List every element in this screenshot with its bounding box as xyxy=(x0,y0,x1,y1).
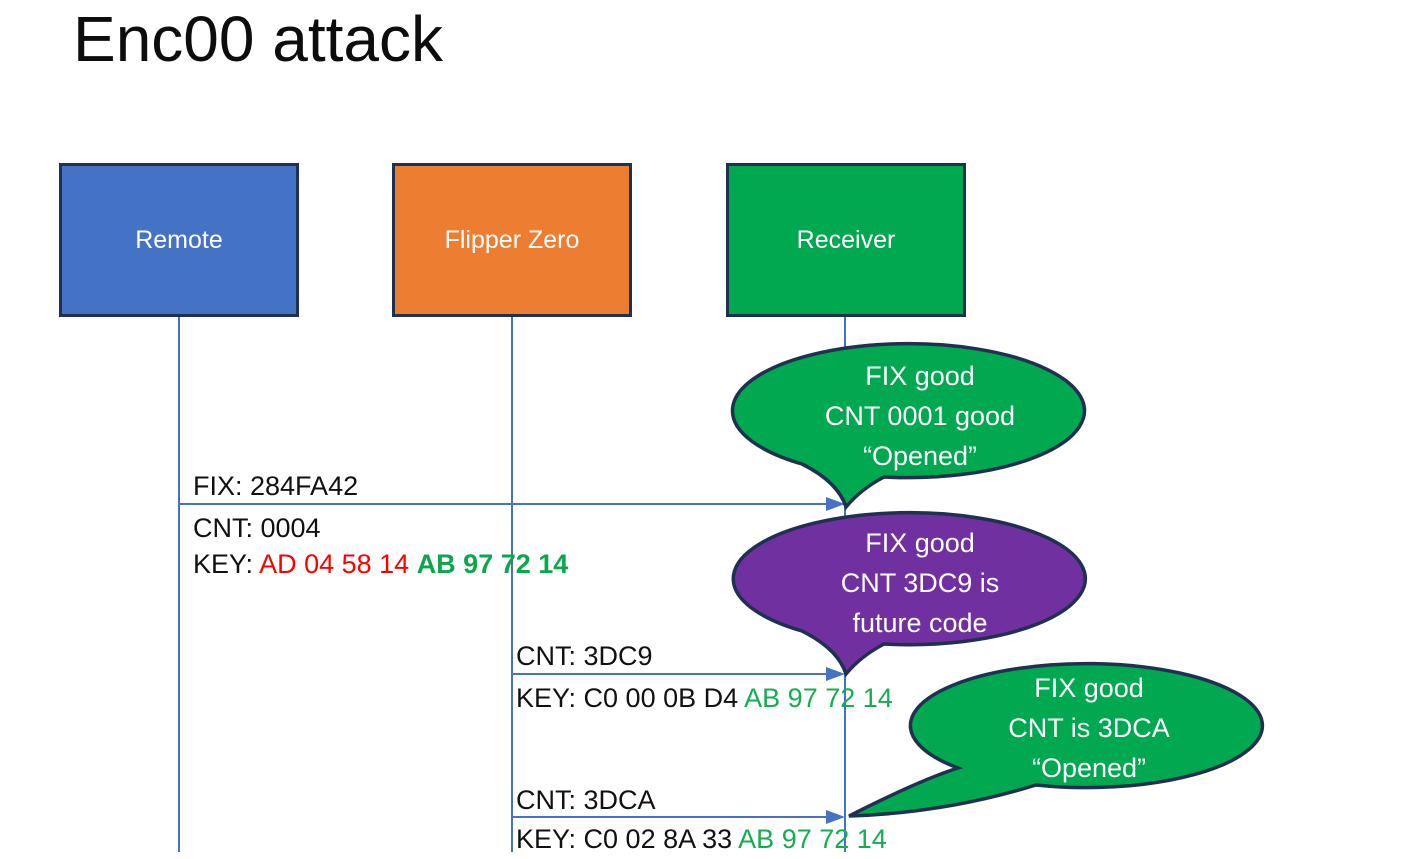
actor-label-receiver: Receiver xyxy=(796,225,896,254)
message1-fix-text: FIX: 284FA42 xyxy=(193,471,359,501)
actor-box-flipper-zero: Flipper Zero xyxy=(392,163,632,317)
message3-key-prefix: KEY: C0 02 8A 33 xyxy=(516,824,739,854)
bubble2-line2: CNT 3DC9 is xyxy=(840,568,1000,598)
message3-key-green-bytes: AB 97 72 14 xyxy=(738,824,887,854)
message2-cnt-label: CNT: 3DC9 xyxy=(516,640,653,672)
actor-box-receiver: Receiver xyxy=(726,163,966,317)
message3-arrowhead-icon xyxy=(826,810,845,824)
message1-cnt-label: CNT: 0004 xyxy=(193,512,321,544)
bubble2-line3: future code xyxy=(852,608,988,638)
actor-label-remote: Remote xyxy=(135,225,223,254)
bubble2-line1: FIX good xyxy=(865,528,975,558)
message1-key-label: KEY: AD 04 58 14 AB 97 72 14 xyxy=(193,548,568,580)
message3-cnt-label: CNT: 3DCA xyxy=(516,784,656,816)
bubble3-line2: CNT is 3DCA xyxy=(1008,713,1170,743)
speech-bubble-1-shape xyxy=(730,341,1087,511)
speech-bubble-2-text: FIX good CNT 3DC9 is future code xyxy=(744,523,1096,643)
actor-box-remote: Remote xyxy=(59,163,299,317)
message3-key-label: KEY: C0 02 8A 33 AB 97 72 14 xyxy=(516,823,887,855)
message1-key-prefix: KEY: xyxy=(193,549,260,579)
speech-bubble-1-text: FIX good CNT 0001 good “Opened” xyxy=(744,356,1096,476)
message2-key-prefix: KEY: C0 00 0B D4 xyxy=(516,683,745,713)
bubble1-line1: FIX good xyxy=(865,361,975,391)
message1-fix-label: FIX: 284FA42 xyxy=(193,470,358,502)
speech-bubble-2-shape xyxy=(731,510,1088,678)
message1-arrowhead-icon xyxy=(826,497,845,511)
message2-key-green-bytes: AB 97 72 14 xyxy=(744,683,893,713)
bubble3-line3: “Opened” xyxy=(1031,753,1147,783)
bubble1-line2: CNT 0001 good xyxy=(824,401,1016,431)
message1-key-red-bytes: AD 04 58 14 xyxy=(259,549,417,579)
actor-label-flipper-zero: Flipper Zero xyxy=(444,225,580,254)
message1-key-green-bytes: AB 97 72 14 xyxy=(416,549,569,579)
bubble3-line1: FIX good xyxy=(1034,673,1144,703)
speech-bubble-3-text: FIX good CNT is 3DCA “Opened” xyxy=(913,668,1265,788)
message1-cnt-text: CNT: 0004 xyxy=(193,513,321,543)
speech-bubble-3-shape xyxy=(848,661,1265,818)
message3-cnt-text: CNT: 3DCA xyxy=(516,785,656,815)
message2-key-label: KEY: C0 00 0B D4 AB 97 72 14 xyxy=(516,682,893,714)
message2-arrowhead-icon xyxy=(826,667,845,681)
bubble1-line3: “Opened” xyxy=(862,441,978,471)
page-title: Enc00 attack xyxy=(73,3,443,75)
message2-cnt-text: CNT: 3DC9 xyxy=(516,641,653,671)
